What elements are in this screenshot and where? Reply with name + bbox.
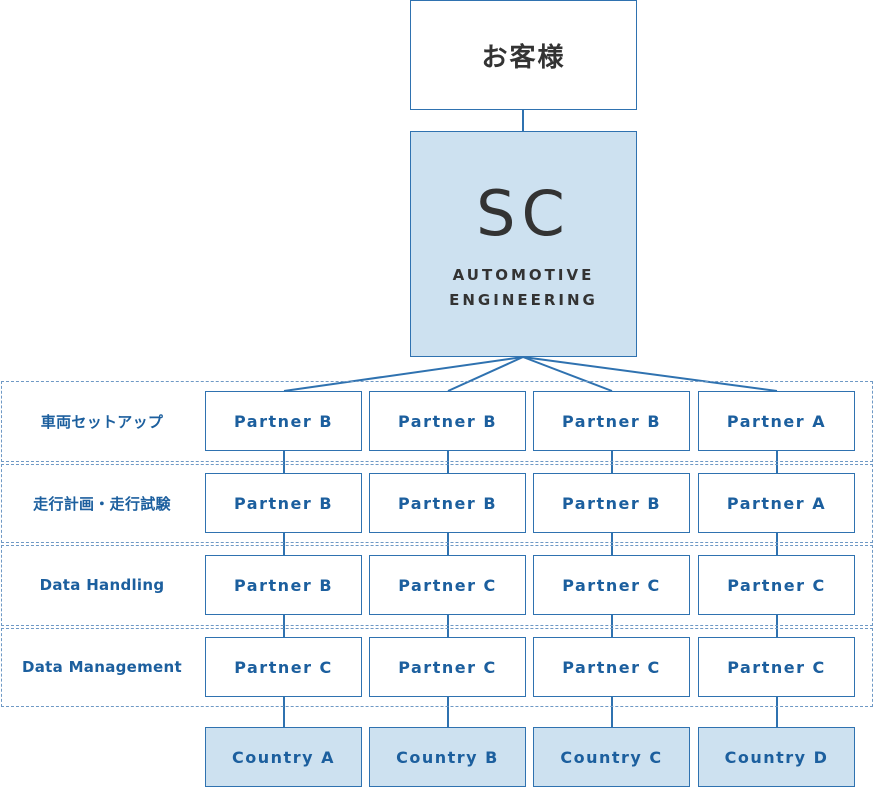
row-label-data-management: Data Management — [21, 658, 182, 676]
country-cell: Country C — [533, 727, 690, 787]
partner-cell: Partner A — [698, 473, 855, 533]
row-label-vehicle-setup: 車両セットアップ — [40, 412, 164, 431]
partner-cell: Partner B — [533, 391, 690, 451]
connector-sc-column-2 — [447, 356, 524, 392]
country-cell: Country D — [698, 727, 855, 787]
partner-cell: Partner C — [698, 555, 855, 615]
partner-cell: Partner C — [698, 637, 855, 697]
row-band-2 — [1, 464, 873, 543]
connector-sc-column-3 — [522, 356, 613, 392]
partner-cell: Partner B — [533, 473, 690, 533]
row-band-3 — [1, 545, 873, 626]
country-cell: Country B — [369, 727, 526, 787]
partner-cell: Partner C — [205, 637, 362, 697]
sc-title: SC — [476, 177, 571, 250]
partner-cell: Partner B — [205, 555, 362, 615]
partner-cell: Partner C — [533, 637, 690, 697]
connector-sc-column-1 — [283, 356, 524, 392]
partner-cell: Partner A — [698, 391, 855, 451]
row-label-data-handling: Data Handling — [39, 576, 165, 594]
row-band-4 — [1, 628, 873, 707]
sc-automotive-engineering-box: SC AUTOMOTIVE ENGINEERING — [410, 131, 637, 357]
row-band-1 — [1, 381, 873, 462]
customer-box: お客様 — [410, 0, 637, 110]
row-label-driving-plan-test: 走行計画・走行試験 — [33, 494, 171, 513]
country-cell: Country A — [205, 727, 362, 787]
customer-label: お客様 — [481, 42, 566, 73]
connector-sc-column-4 — [522, 356, 778, 392]
partner-cell: Partner B — [205, 391, 362, 451]
partner-cell: Partner C — [369, 555, 526, 615]
partner-cell: Partner B — [205, 473, 362, 533]
partner-cell: Partner C — [533, 555, 690, 615]
partner-cell: Partner C — [369, 637, 526, 697]
partner-cell: Partner B — [369, 473, 526, 533]
sc-subtitle-line1: AUTOMOTIVE — [452, 266, 595, 284]
sc-subtitle-line2: ENGINEERING — [449, 291, 598, 309]
partner-cell: Partner B — [369, 391, 526, 451]
